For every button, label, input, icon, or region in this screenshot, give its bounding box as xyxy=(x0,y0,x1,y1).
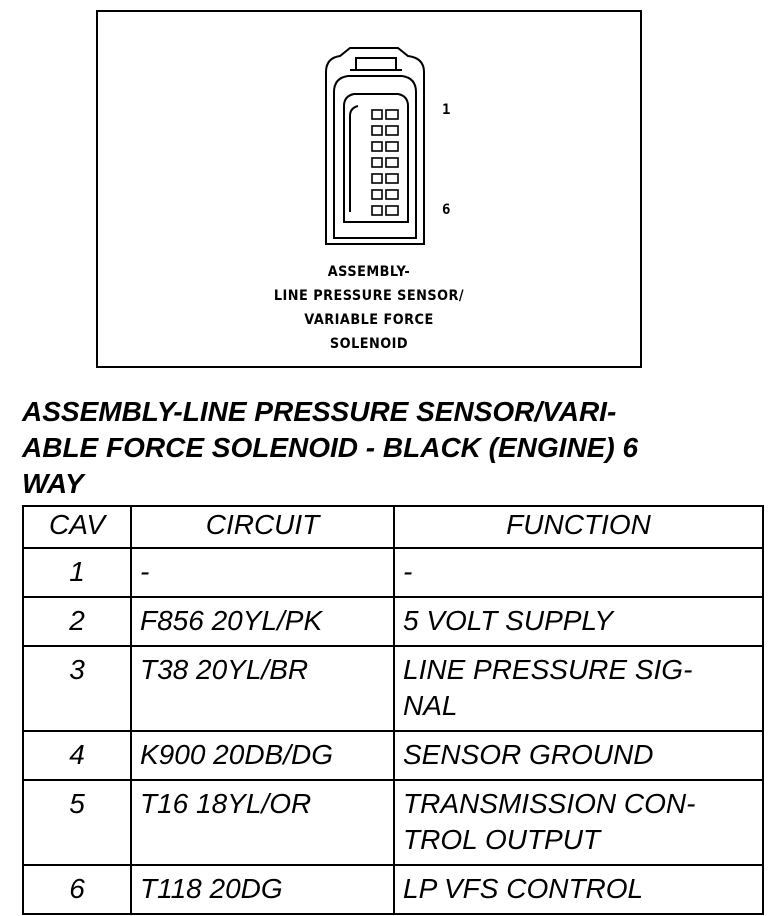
connector-drawing xyxy=(325,47,425,245)
cell-cav: 2 xyxy=(22,596,132,647)
title-line: ABLE FORCE SOLENOID - BLACK (ENGINE) 6 xyxy=(22,432,639,463)
function-line: - xyxy=(403,556,413,587)
cell-circuit: - xyxy=(130,547,395,598)
cell-function: 5 VOLT SUPPLY xyxy=(393,596,764,647)
header-function: FUNCTION xyxy=(393,505,764,549)
cell-circuit: T16 18YL/OR xyxy=(130,779,395,866)
function-line: NAL xyxy=(403,690,458,721)
header-circuit: CIRCUIT xyxy=(130,505,395,549)
figure-caption: ASSEMBLY- LINE PRESSURE SENSOR/ VARIABLE… xyxy=(120,260,619,356)
pin-cavities xyxy=(371,109,399,216)
cell-circuit: K900 20DB/DG xyxy=(130,730,395,781)
table-row: 3 T38 20YL/BR LINE PRESSURE SIG- NAL xyxy=(22,645,764,732)
cell-circuit: T118 20DG xyxy=(130,864,395,915)
caption-line: ASSEMBLY- xyxy=(327,264,411,280)
table-row: 1 - - xyxy=(22,547,764,598)
pin-label-last: 6 xyxy=(442,202,451,218)
table-row: 5 T16 18YL/OR TRANSMISSION CON- TROL OUT… xyxy=(22,779,764,866)
caption-line: VARIABLE FORCE xyxy=(304,312,434,328)
cell-cav: 1 xyxy=(22,547,132,598)
function-line: LINE PRESSURE SIG- xyxy=(403,654,693,685)
table-header-row: CAV CIRCUIT FUNCTION xyxy=(22,505,764,549)
caption-line: SOLENOID xyxy=(329,336,409,352)
function-line: 5 VOLT SUPPLY xyxy=(403,605,614,636)
pin-label-first: 1 xyxy=(442,102,451,118)
function-line: SENSOR GROUND xyxy=(403,739,654,770)
cell-function: TRANSMISSION CON- TROL OUTPUT xyxy=(393,779,764,866)
cell-cav: 6 xyxy=(22,864,132,915)
table-row: 6 T118 20DG LP VFS CONTROL xyxy=(22,864,764,915)
header-cav: CAV xyxy=(22,505,132,549)
cell-circuit: T38 20YL/BR xyxy=(130,645,395,732)
cell-cav: 4 xyxy=(22,730,132,781)
connector-title: ASSEMBLY-LINE PRESSURE SENSOR/VARI- ABLE… xyxy=(22,394,742,502)
cell-function: LINE PRESSURE SIG- NAL xyxy=(393,645,764,732)
cell-cav: 3 xyxy=(22,645,132,732)
table-row: 4 K900 20DB/DG SENSOR GROUND xyxy=(22,730,764,781)
title-line: ASSEMBLY-LINE PRESSURE SENSOR/VARI- xyxy=(22,396,617,427)
cell-function: - xyxy=(393,547,764,598)
pinout-table: CAV CIRCUIT FUNCTION 1 - - 2 F856 20YL/P… xyxy=(22,505,764,915)
function-line: TROL OUTPUT xyxy=(403,824,601,855)
connector-figure: 1 6 ASSEMBLY- LINE PRESSURE SENSOR/ VARI… xyxy=(96,10,642,368)
title-line: WAY xyxy=(22,468,84,499)
cell-function: SENSOR GROUND xyxy=(393,730,764,781)
function-line: TRANSMISSION CON- xyxy=(403,788,696,819)
cell-cav: 5 xyxy=(22,779,132,866)
caption-line: LINE PRESSURE SENSOR/ xyxy=(273,288,465,304)
cell-circuit: F856 20YL/PK xyxy=(130,596,395,647)
table-row: 2 F856 20YL/PK 5 VOLT SUPPLY xyxy=(22,596,764,647)
function-line: LP VFS CONTROL xyxy=(403,873,644,904)
cell-function: LP VFS CONTROL xyxy=(393,864,764,915)
